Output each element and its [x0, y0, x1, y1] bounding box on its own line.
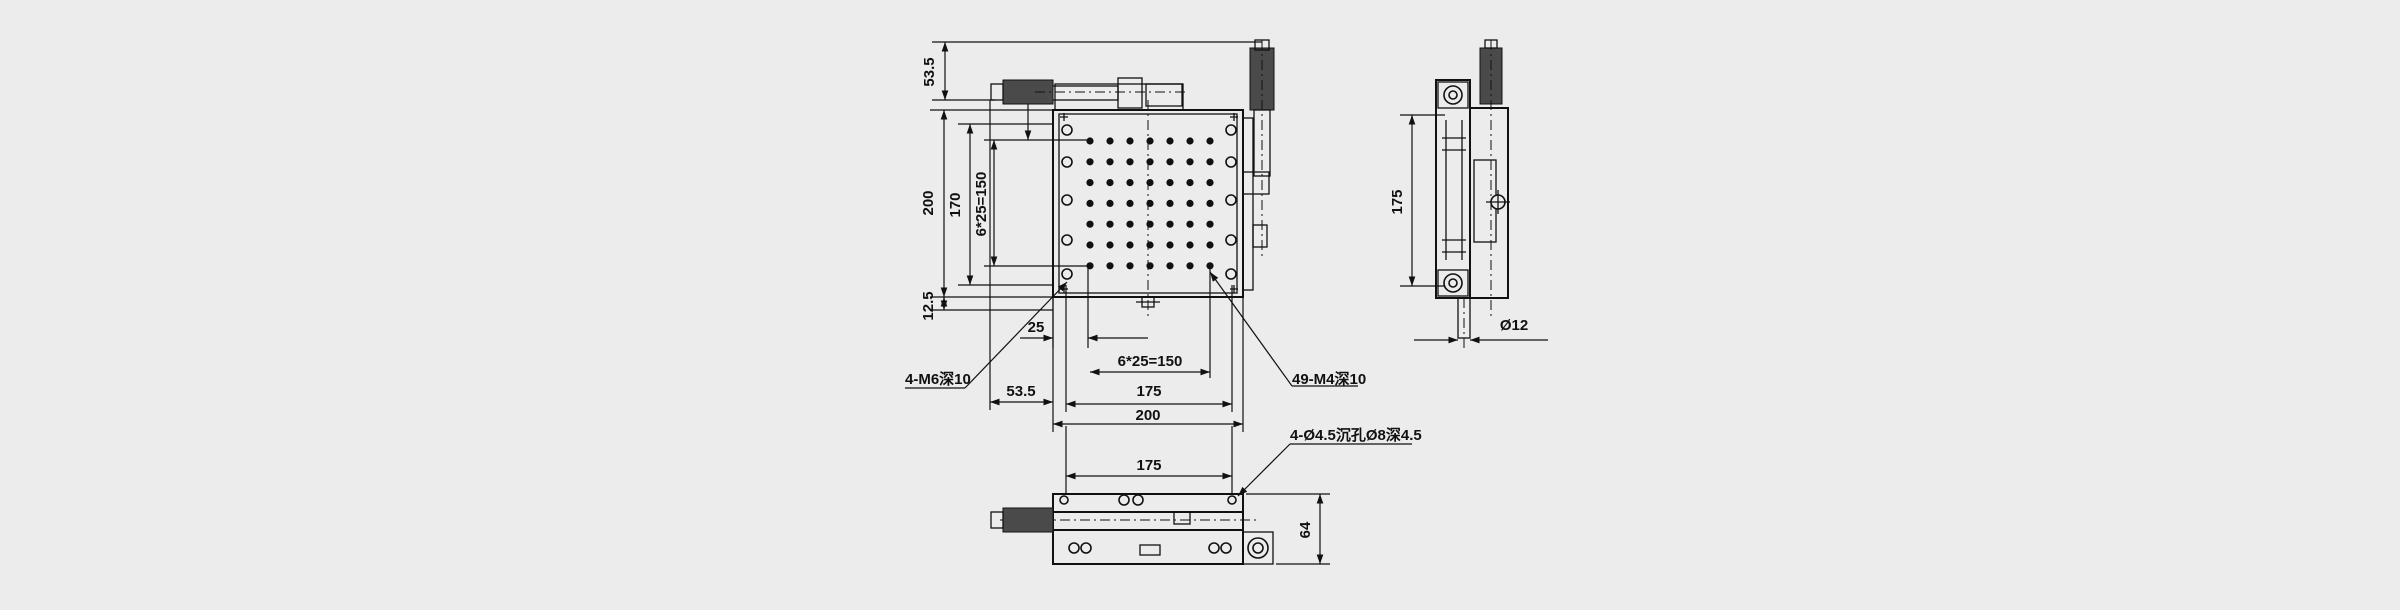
- micrometer-barrel-right: [1253, 109, 1271, 177]
- callout-m4: 49-M4深10: [1292, 370, 1366, 388]
- m4-tapped-hole: [1186, 158, 1194, 166]
- m4-tapped-hole: [1086, 199, 1094, 207]
- m4-tapped-hole: [1166, 158, 1174, 166]
- m4-tapped-hole: [1206, 241, 1214, 249]
- m4-tapped-hole: [1126, 158, 1134, 166]
- dim-25-h: 25: [1028, 319, 1045, 336]
- dim-170-v: 170: [947, 192, 964, 217]
- dim-200-h: 200: [1135, 407, 1160, 424]
- m4-hole-grid: [1086, 137, 1214, 270]
- front-view: 175 4-Ø4.5沉孔Ø8深4.5 64: [990, 426, 1422, 565]
- dim-53-5-bottom: 53.5: [1006, 383, 1035, 400]
- m4-tapped-hole: [1206, 137, 1214, 145]
- front-top-plate: [1052, 493, 1244, 513]
- m4-tapped-hole: [1086, 158, 1094, 166]
- micrometer-housing-top: [1054, 83, 1184, 111]
- side-carriage: [1469, 107, 1509, 299]
- m4-tapped-hole: [1126, 137, 1134, 145]
- m4-tapped-hole: [1186, 262, 1194, 270]
- dim-front-175: 175: [1136, 457, 1161, 474]
- m4-tapped-hole: [1106, 158, 1114, 166]
- m6-hole-set: [1061, 124, 1237, 280]
- m4-tapped-hole: [1086, 220, 1094, 228]
- m4-tapped-hole: [1166, 179, 1174, 187]
- m4-tapped-hole: [1086, 179, 1094, 187]
- dim-side-175: 175: [1389, 189, 1406, 214]
- m4-tapped-hole: [1086, 241, 1094, 249]
- m4-tapped-hole: [1146, 262, 1154, 270]
- m4-tapped-hole: [1086, 137, 1094, 145]
- dim-200-v: 200: [920, 190, 937, 215]
- m4-tapped-hole: [1146, 220, 1154, 228]
- m4-tapped-hole: [1206, 158, 1214, 166]
- front-side-block: [1242, 531, 1274, 565]
- micrometer-knurl-top: [1002, 79, 1054, 105]
- dim-53-5-top: 53.5: [921, 57, 938, 86]
- side-mount-top: [1437, 81, 1469, 109]
- micrometer-clamp-top: [1145, 83, 1183, 107]
- side-mount-bottom: [1437, 269, 1469, 297]
- dim-6x25-h: 6*25=150: [1118, 353, 1183, 370]
- micrometer-knurl-right: [1249, 47, 1275, 111]
- side-view: 175 Ø12: [1389, 39, 1548, 350]
- m4-tapped-hole: [1126, 241, 1134, 249]
- m4-tapped-hole: [1186, 199, 1194, 207]
- front-middle: [1052, 511, 1244, 531]
- m4-tapped-hole: [1126, 199, 1134, 207]
- m4-tapped-hole: [1106, 262, 1114, 270]
- m4-tapped-hole: [1186, 137, 1194, 145]
- top-view: 53.5 200 170 6*25=150 12.5 25 6*25=150: [905, 39, 1366, 432]
- m4-tapped-hole: [1166, 220, 1174, 228]
- m4-tapped-hole: [1126, 179, 1134, 187]
- dim-12-5: 12.5: [920, 291, 937, 320]
- m4-tapped-hole: [1106, 179, 1114, 187]
- micrometer-block-top: [1117, 77, 1143, 109]
- m4-tapped-hole: [1146, 158, 1154, 166]
- m4-tapped-hole: [1166, 262, 1174, 270]
- m4-tapped-hole: [1106, 199, 1114, 207]
- m4-tapped-hole: [1106, 220, 1114, 228]
- micrometer-barrel-top: [1051, 85, 1119, 101]
- callout-m6: 4-M6深10: [905, 370, 971, 388]
- m4-tapped-hole: [1166, 199, 1174, 207]
- m4-tapped-hole: [1106, 241, 1114, 249]
- m4-tapped-hole: [1106, 137, 1114, 145]
- m4-tapped-hole: [1206, 220, 1214, 228]
- m4-tapped-hole: [1206, 262, 1214, 270]
- m4-tapped-hole: [1166, 137, 1174, 145]
- dim-front-64: 64: [1297, 521, 1314, 538]
- dim-side-d12: Ø12: [1500, 317, 1528, 334]
- side-block: [1242, 171, 1270, 195]
- front-micrometer-knurl: [1002, 507, 1054, 533]
- side-lock: [1252, 224, 1268, 248]
- micrometer-cap-top: [990, 83, 1004, 101]
- dim-175-h: 175: [1136, 383, 1161, 400]
- m4-tapped-hole: [1186, 220, 1194, 228]
- m4-tapped-hole: [1126, 262, 1134, 270]
- side-body: [1435, 79, 1471, 299]
- m4-tapped-hole: [1146, 179, 1154, 187]
- m4-tapped-hole: [1126, 220, 1134, 228]
- m4-tapped-hole: [1186, 241, 1194, 249]
- front-micrometer-cap: [990, 511, 1004, 529]
- dim-6x25-v: 6*25=150: [973, 172, 990, 237]
- callout-front-holes: 4-Ø4.5沉孔Ø8深4.5: [1290, 426, 1422, 444]
- m4-tapped-hole: [1186, 179, 1194, 187]
- m4-tapped-hole: [1146, 199, 1154, 207]
- m4-tapped-hole: [1166, 241, 1174, 249]
- slide-strip: [1242, 117, 1254, 291]
- m4-tapped-hole: [1206, 199, 1214, 207]
- m4-tapped-hole: [1146, 241, 1154, 249]
- m4-tapped-hole: [1146, 137, 1154, 145]
- m4-tapped-hole: [1206, 179, 1214, 187]
